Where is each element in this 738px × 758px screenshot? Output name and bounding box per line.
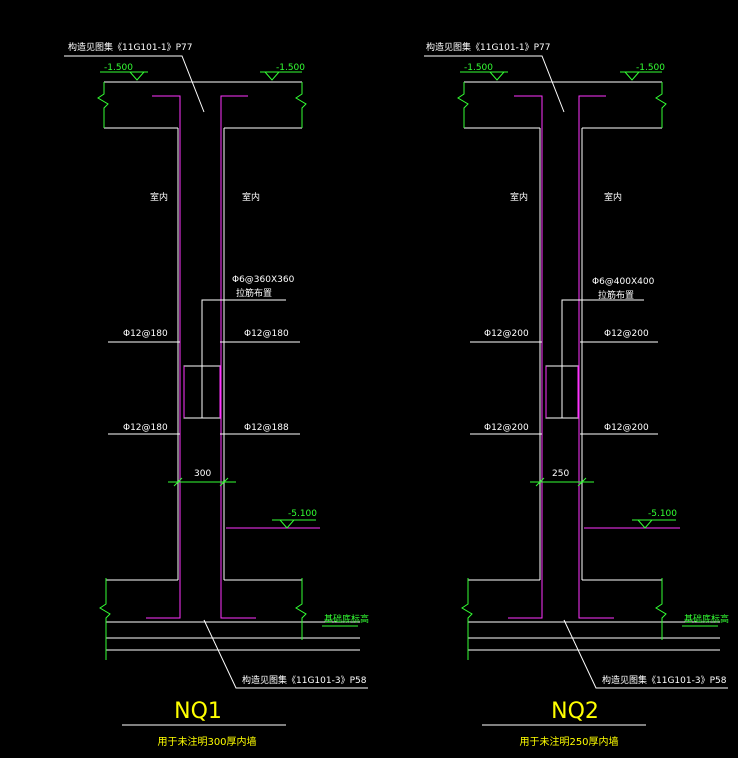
foundation-note: 基础底标高 bbox=[324, 613, 369, 625]
bottom-note: 构造见图集《11G101-3》P58 bbox=[602, 674, 727, 686]
top-note-leader bbox=[64, 55, 205, 113]
rebar-label-upper-right: Φ12@200 bbox=[604, 329, 649, 339]
rebar-label-upper-left: Φ12@200 bbox=[484, 329, 529, 339]
elevation-triangle-icon bbox=[636, 519, 654, 529]
break-line-icon bbox=[655, 578, 667, 640]
dimension-tick bbox=[173, 477, 183, 487]
detail-title: NQ2 bbox=[551, 699, 599, 724]
bottom-note-leader bbox=[203, 619, 368, 689]
elevation-triangle-icon bbox=[623, 71, 641, 81]
rebar-right bbox=[220, 95, 256, 619]
break-line-icon bbox=[97, 82, 109, 128]
room-label-left: 室内 bbox=[150, 191, 168, 203]
elevation-top-left: -1.500 bbox=[464, 63, 493, 73]
rebar-label-lower-left: Φ12@200 bbox=[484, 423, 529, 433]
top-note: 构造见图集《11G101-1》P77 bbox=[426, 41, 550, 53]
rebar-right bbox=[578, 95, 614, 619]
break-line-icon bbox=[99, 578, 111, 660]
break-line-icon bbox=[295, 82, 307, 128]
rebar-label-upper-left: Φ12@180 bbox=[123, 329, 168, 339]
elevation-triangle-icon bbox=[488, 71, 506, 81]
room-label-right: 室内 bbox=[242, 191, 260, 203]
room-label-left: 室内 bbox=[510, 191, 528, 203]
break-line-icon bbox=[655, 82, 667, 128]
detail-subtitle: 用于未注明250厚内墙 bbox=[519, 735, 618, 748]
detail-nq2: 构造见图集《11G101-1》P77 -1.500 -1.500 室内 室内 Φ… bbox=[424, 41, 729, 748]
bottom-note-leader bbox=[563, 619, 728, 689]
rebar-label-upper-right: Φ12@180 bbox=[244, 329, 289, 339]
rebar-label-lower-left: Φ12@180 bbox=[123, 423, 168, 433]
break-line-icon bbox=[457, 82, 469, 128]
break-line-icon bbox=[295, 578, 307, 640]
detail-nq1: 构造见图集《11G101-1》P77 -1.500 -1.500 室内 室内 Φ… bbox=[64, 41, 369, 748]
tie-spec: Φ6@360X360 bbox=[232, 275, 295, 285]
bottom-note: 构造见图集《11G101-3》P58 bbox=[242, 674, 367, 686]
dimension-tick bbox=[577, 477, 587, 487]
elevation-top-right: -1.500 bbox=[276, 63, 305, 73]
detail-subtitle: 用于未注明300厚内墙 bbox=[157, 735, 256, 748]
tie-layout: 拉筋布置 bbox=[598, 289, 634, 301]
elevation-triangle-icon bbox=[278, 519, 296, 529]
break-line-icon bbox=[461, 578, 473, 660]
elevation-triangle-icon bbox=[128, 71, 146, 81]
rebar-label-lower-right: Φ12@200 bbox=[604, 423, 649, 433]
rebar-left bbox=[146, 95, 181, 619]
top-note-leader bbox=[424, 55, 565, 113]
elevation-triangle-icon bbox=[263, 71, 281, 81]
tie-spec: Φ6@400X400 bbox=[592, 277, 655, 287]
elevation-bottom: -5.100 bbox=[288, 509, 317, 519]
rebar-left bbox=[508, 95, 543, 619]
foundation-note: 基础底标高 bbox=[684, 613, 729, 625]
tie-leader bbox=[561, 299, 644, 418]
rebar-label-lower-right: Φ12@188 bbox=[244, 423, 289, 433]
detail-title: NQ1 bbox=[174, 699, 222, 724]
top-note: 构造见图集《11G101-1》P77 bbox=[68, 41, 192, 53]
wall-thickness: 250 bbox=[552, 469, 569, 479]
room-label-right: 室内 bbox=[604, 191, 622, 203]
tie-leader bbox=[201, 299, 286, 418]
dimension-tick bbox=[219, 477, 229, 487]
elevation-top-left: -1.500 bbox=[104, 63, 133, 73]
elevation-top-right: -1.500 bbox=[636, 63, 665, 73]
dimension-tick bbox=[535, 477, 545, 487]
wall-thickness: 300 bbox=[194, 469, 211, 479]
elevation-bottom: -5.100 bbox=[648, 509, 677, 519]
tie-layout: 拉筋布置 bbox=[236, 287, 272, 299]
